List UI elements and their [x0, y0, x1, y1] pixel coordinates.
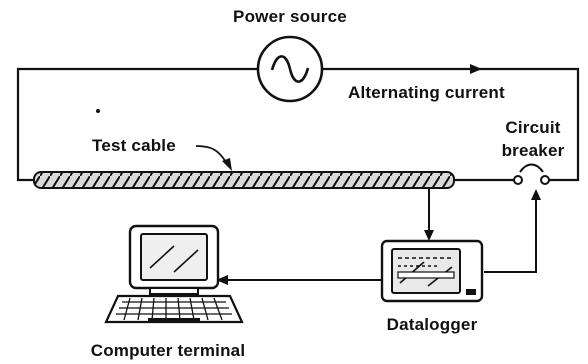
- circuit-breaker-label-line2: breaker: [502, 141, 565, 160]
- computer-terminal-device: [104, 224, 244, 324]
- test-cable-leader: [195, 145, 227, 163]
- alternating-current-label: Alternating current: [348, 83, 505, 102]
- test-cable-leader-arrowhead: [222, 158, 232, 171]
- stray-dot: [96, 109, 100, 113]
- power-source-label: Power source: [233, 7, 347, 26]
- circuit-wire: [16, 67, 580, 182]
- datalogger-label: Datalogger: [387, 315, 478, 334]
- circuit-breaker-symbol: [513, 163, 550, 185]
- circuit-breaker-label-line1: Circuit: [505, 118, 560, 137]
- current-direction-arrow: [470, 64, 482, 74]
- cable-to-datalogger-line: [424, 188, 434, 241]
- datalogger-to-computer-line: [216, 275, 384, 285]
- computer-terminal-label: Computer terminal: [91, 341, 246, 360]
- test-cable: [33, 171, 455, 189]
- power-source-symbol: [256, 35, 324, 103]
- test-cable-label: Test cable: [92, 136, 176, 155]
- datalogger-device: [380, 239, 484, 303]
- datalogger-to-breaker-line: [484, 189, 541, 273]
